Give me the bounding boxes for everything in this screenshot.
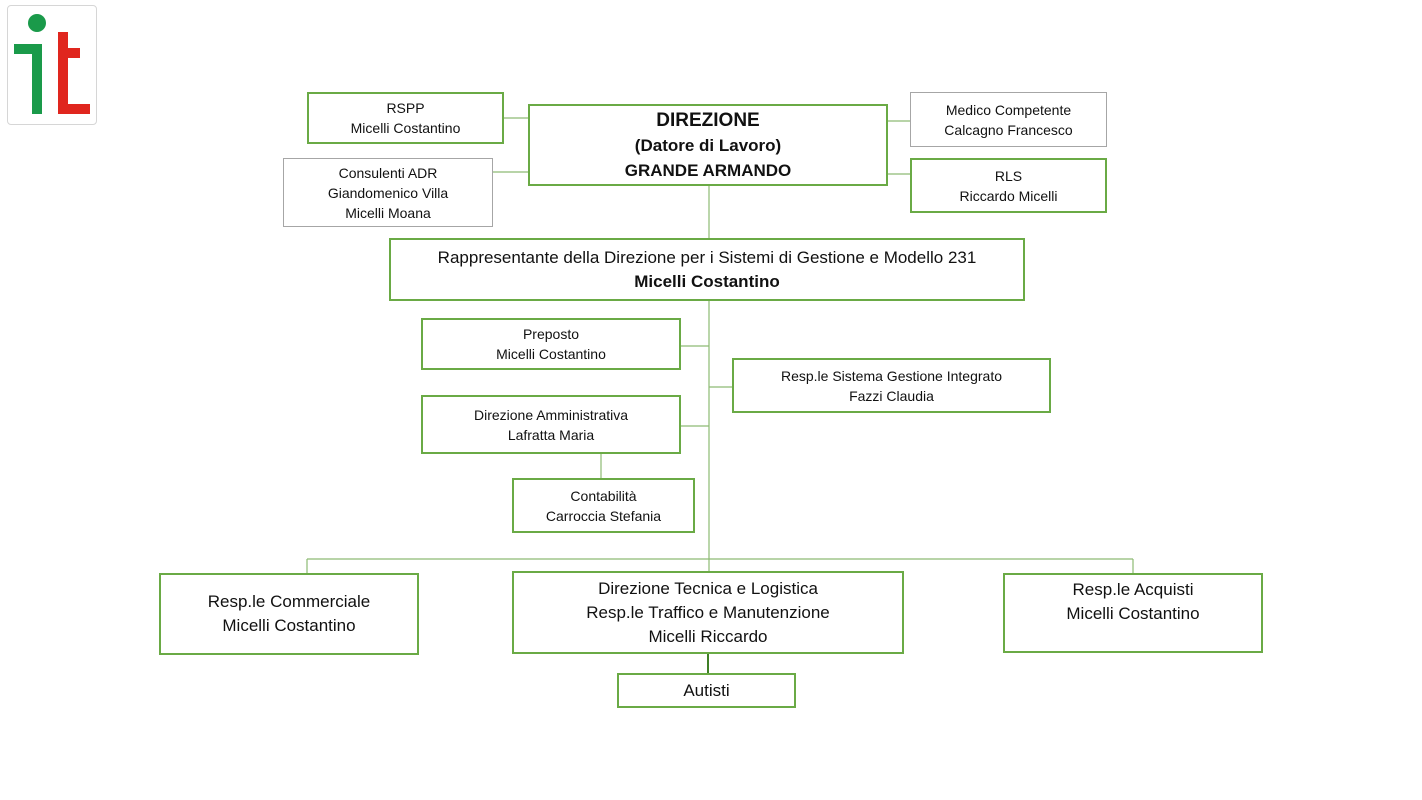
direzione-title: DIREZIONE xyxy=(656,109,760,131)
rappresentante-role: Rappresentante della Direzione per i Sis… xyxy=(437,247,977,267)
commerciale-role: Resp.le Commerciale xyxy=(207,592,371,611)
rspp-name: Micelli Costantino xyxy=(350,120,461,136)
preposto-name: Micelli Costantino xyxy=(496,346,606,362)
commerciale-box: Resp.le Commerciale Micelli Costantino xyxy=(159,573,419,655)
rappresentante-name: Micelli Costantino xyxy=(634,271,780,291)
rspp-role: RSPP xyxy=(386,100,425,116)
rls-name: Riccardo Micelli xyxy=(959,187,1058,204)
contabilita-role: Contabilità xyxy=(570,487,637,504)
consulenti-name-1: Giandomenico Villa xyxy=(327,184,449,201)
contabilita-name: Carroccia Stefania xyxy=(545,507,662,524)
company-logo xyxy=(7,5,97,125)
preposto-role: Preposto xyxy=(522,326,580,342)
tecnica-role: Direzione Tecnica e Logistica xyxy=(598,578,818,598)
contabilita-box: Contabilità Carroccia Stefania xyxy=(512,478,695,533)
amministrativa-role: Direzione Amministrativa xyxy=(473,406,629,423)
direzione-subtitle: (Datore di Lavoro) xyxy=(634,135,782,155)
rspp-box: RSPP Micelli Costantino xyxy=(307,92,504,144)
tecnica-name: Micelli Riccardo xyxy=(648,626,768,646)
tecnica-box: Direzione Tecnica e Logistica Resp.le Tr… xyxy=(512,571,904,654)
medico-name: Calcagno Francesco xyxy=(944,121,1073,138)
consulenti-name-2: Micelli Moana xyxy=(345,204,431,221)
sgi-role: Resp.le Sistema Gestione Integrato xyxy=(780,367,1002,384)
direzione-box: DIREZIONE (Datore di Lavoro) GRANDE ARMA… xyxy=(528,104,888,186)
medico-role: Medico Competente xyxy=(945,101,1072,118)
sgi-box: Resp.le Sistema Gestione Integrato Fazzi… xyxy=(732,358,1051,413)
sgi-name: Fazzi Claudia xyxy=(849,387,934,404)
consulenti-box: Consulenti ADR Giandomenico Villa Micell… xyxy=(283,158,493,227)
autisti-box: Autisti xyxy=(617,673,796,708)
preposto-box: Preposto Micelli Costantino xyxy=(421,318,681,370)
acquisti-name: Micelli Costantino xyxy=(1066,604,1200,623)
acquisti-box: Resp.le Acquisti Micelli Costantino xyxy=(1003,573,1263,653)
medico-box: Medico Competente Calcagno Francesco xyxy=(910,92,1107,147)
rls-role: RLS xyxy=(994,167,1023,184)
rappresentante-box: Rappresentante della Direzione per i Sis… xyxy=(389,238,1025,301)
commerciale-name: Micelli Costantino xyxy=(222,616,356,635)
direzione-name: GRANDE ARMANDO xyxy=(624,160,792,180)
logo-it-icon xyxy=(14,14,90,114)
autisti-role: Autisti xyxy=(683,680,730,700)
rls-box: RLS Riccardo Micelli xyxy=(910,158,1107,213)
consulenti-role: Consulenti ADR xyxy=(338,164,438,181)
acquisti-role: Resp.le Acquisti xyxy=(1072,580,1194,599)
amministrativa-name: Lafratta Maria xyxy=(507,426,595,443)
tecnica-role-2: Resp.le Traffico e Manutenzione xyxy=(586,602,830,622)
amministrativa-box: Direzione Amministrativa Lafratta Maria xyxy=(421,395,681,454)
